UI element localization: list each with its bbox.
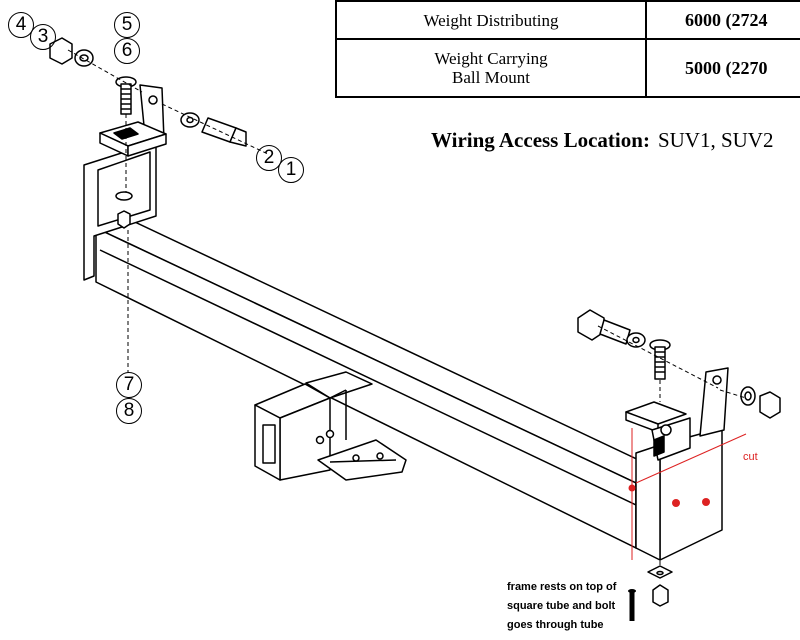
- right-spacer-block: [625, 401, 691, 461]
- wiring-access-line: Wiring Access Location: SUV1, SUV2: [431, 128, 773, 153]
- right-bolt-washer-assembly: [577, 309, 646, 348]
- cut-guide-lines: [631, 428, 747, 560]
- table-row: Weight Distributing 6000 (2724: [335, 0, 800, 40]
- left-top-nut-washer: [49, 37, 94, 67]
- cut-label: cut: [743, 451, 758, 463]
- wiring-access-value: SUV1, SUV2: [657, 128, 774, 152]
- frame-note-line: square tube and bolt: [507, 600, 616, 612]
- drill-hole-marker: [628, 484, 636, 492]
- drill-hole-markers: [628, 484, 710, 507]
- drill-hole-marker: [672, 499, 680, 507]
- assembly-axis-lines: [67, 49, 747, 566]
- spec-name-line: Weight Carrying: [434, 49, 548, 68]
- spec-name: Weight Distributing: [335, 0, 647, 40]
- callout-5: 5: [114, 12, 140, 38]
- right-bottom-nut-washer: [647, 565, 673, 607]
- left-spacer-block: [99, 121, 167, 157]
- right-side-nut-washer: [740, 386, 781, 419]
- spec-name-line: Ball Mount: [452, 68, 530, 87]
- callout-1: 1: [278, 157, 304, 183]
- drill-hole-marker: [702, 498, 710, 506]
- callout-4: 4: [8, 12, 34, 38]
- right-side-plate: [635, 367, 729, 561]
- callout-2: 2: [256, 145, 282, 171]
- spec-name: Weight Carrying Ball Mount: [335, 38, 647, 98]
- crossbar-tube: [95, 214, 661, 549]
- frame-note-line: goes through tube: [507, 619, 604, 631]
- callout-7: 7: [116, 372, 142, 398]
- table-row: Weight Carrying Ball Mount 5000 (2270: [335, 38, 800, 98]
- callout-8: 8: [116, 398, 142, 424]
- frame-note-line: frame rests on top of: [507, 581, 617, 593]
- callout-3: 3: [30, 24, 56, 50]
- frame-note: frame rests on top of square tube and bo…: [507, 578, 632, 635]
- wiring-access-label: Wiring Access Location:: [431, 128, 650, 152]
- spec-table: Weight Distributing 6000 (2724 Weight Ca…: [335, 0, 800, 98]
- spec-value: 6000 (2724: [645, 0, 800, 40]
- spec-value: 5000 (2270: [645, 38, 800, 98]
- callout-6: 6: [114, 38, 140, 64]
- left-bottom-nut-washer: [115, 191, 133, 229]
- safety-chain-bracket: [317, 439, 407, 481]
- right-carriage-bolt: [649, 339, 671, 380]
- bolt-graphic: [628, 589, 636, 621]
